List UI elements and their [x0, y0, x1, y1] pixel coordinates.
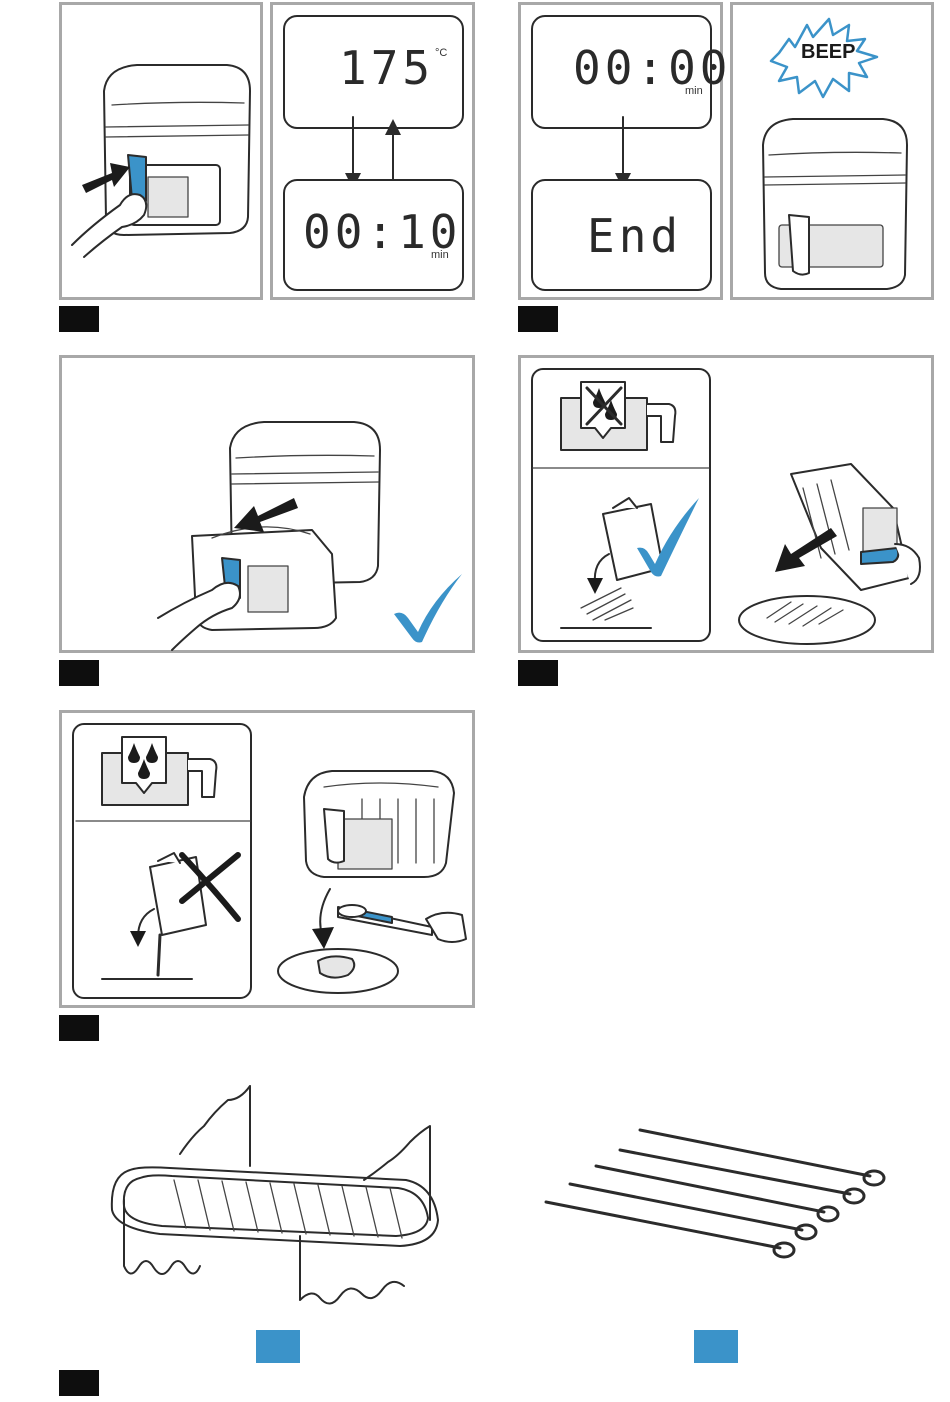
accessory-tag-rack: [256, 1330, 300, 1363]
panel-empty-fries: [518, 355, 934, 653]
panel-beep: BEEP: [730, 2, 934, 300]
no-liquid-illustration: [521, 358, 937, 656]
panel-liquid-tongs: [59, 710, 475, 1008]
check-mark-icon: [388, 570, 468, 644]
time-unit: min: [431, 249, 449, 261]
accessory-tag-skewers: [694, 1330, 738, 1363]
step-label-4: [518, 660, 558, 686]
panel-insert-basket: [59, 2, 263, 300]
liquid-tongs-illustration: [62, 713, 478, 1011]
lcd-end: End: [531, 179, 712, 291]
grill-rack-illustration: [100, 1070, 460, 1310]
end-text: End: [587, 209, 682, 263]
panel-basket-in: [59, 355, 475, 653]
step-label-1: [59, 306, 99, 332]
step-label-5: [59, 1015, 99, 1041]
panel-display-end: 00:00 min End: [518, 2, 723, 300]
airfryer-insert-illustration: [62, 5, 266, 303]
step-label-3: [59, 660, 99, 686]
lcd-time: 00:10 min: [283, 179, 464, 291]
step-label-2: [518, 306, 558, 332]
panel-display-settings: 175 °C 00:10 min: [270, 2, 475, 300]
beep-text: BEEP: [801, 41, 855, 64]
skewers-illustration: [540, 1120, 900, 1280]
step-label-6: [59, 1370, 99, 1396]
